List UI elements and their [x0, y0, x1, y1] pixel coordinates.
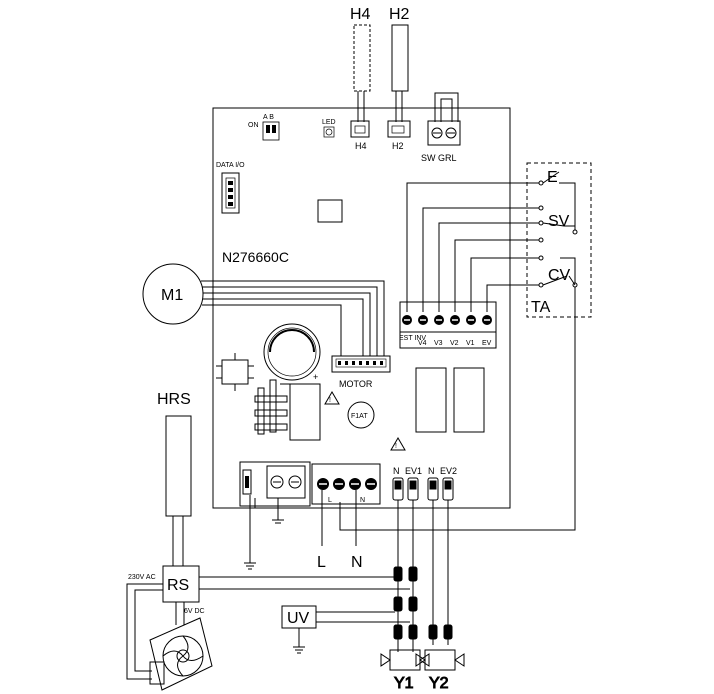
terminal-v2: V2	[450, 340, 459, 347]
motor-m1: M1	[142, 263, 204, 325]
output-connectors	[392, 477, 454, 652]
label-sv: SV	[548, 213, 570, 230]
bridge-rectifier	[216, 353, 254, 391]
h2-connector-label: H2	[392, 141, 404, 151]
led-indicator: LED	[322, 119, 336, 138]
motor-connector: MOTOR	[331, 355, 391, 389]
rs-ac-label: 230V AC	[128, 574, 156, 581]
led-label: LED	[322, 119, 336, 126]
fan-icon	[149, 617, 213, 691]
relay-1	[415, 367, 447, 433]
dip-switch: ON A B	[248, 114, 280, 141]
sw-grl-connector: SW GRL	[421, 92, 461, 163]
rs-dc-label: 6V DC	[184, 608, 205, 615]
board-component	[317, 199, 343, 223]
terminal-v4: V4	[418, 340, 427, 347]
valve-y2-label: Y2	[429, 675, 449, 692]
control-panel: E SV CV TA	[526, 162, 592, 318]
uv-lamp: UV	[281, 605, 410, 654]
uv-label: UV	[287, 610, 310, 627]
terminal-ev: EV	[482, 340, 492, 347]
mains-terminal-block: L N	[311, 463, 381, 505]
valve-y2: Y2	[415, 649, 465, 693]
dip-ab-label: A B	[263, 114, 274, 121]
svg-text:!: !	[329, 397, 331, 404]
return-wire	[339, 287, 576, 531]
sw-grl-label: SW GRL	[421, 153, 457, 163]
hrs-label: HRS	[157, 391, 191, 408]
label-ta: TA	[531, 299, 551, 316]
control-board	[212, 107, 511, 509]
output-n2: N	[428, 466, 435, 476]
terminal-n: N	[360, 497, 365, 504]
rs-wiring	[126, 576, 410, 680]
mains-n-label: N	[351, 554, 363, 571]
h2-sensor: H2 H2	[387, 6, 411, 151]
h4-sensor: H4 H4	[350, 6, 371, 151]
dip-on-label: ON	[248, 122, 259, 129]
output-ev1: EV1	[405, 466, 422, 476]
output-ev2: EV2	[440, 466, 457, 476]
h4-connector-label: H4	[355, 141, 367, 151]
data-io-label: DATA I/O	[216, 162, 245, 169]
svg-text:+: +	[313, 372, 318, 382]
terminal-est-inv: EST INV	[399, 335, 426, 342]
relay-2	[453, 367, 485, 433]
control-terminal-block: EST INV V4 V3 V2 V1 EV	[399, 301, 497, 349]
output-n1: N	[393, 466, 400, 476]
hrs-sensor: HRS	[157, 391, 192, 566]
valve-y1-label: Y1	[394, 675, 414, 692]
power-section	[239, 461, 311, 570]
mains-l-label: L	[317, 554, 326, 571]
h2-sensor-label: H2	[389, 6, 410, 23]
fuse-label: F1AT	[351, 413, 368, 420]
data-io-connector: DATA I/O	[216, 162, 245, 214]
board-model: N276660C	[222, 249, 289, 265]
capacitor: +	[263, 323, 321, 382]
warning-icon: !	[390, 437, 406, 451]
label-e: E	[547, 169, 558, 186]
h4-sensor-label: H4	[350, 6, 371, 23]
terminal-v1: V1	[466, 340, 475, 347]
valve-y1: Y1	[380, 649, 430, 693]
motor-connector-label: MOTOR	[339, 379, 373, 389]
motor-wires	[201, 280, 385, 356]
regulator	[254, 379, 321, 441]
terminal-l: L	[328, 497, 332, 504]
fuse: F1AT	[347, 401, 375, 429]
rs-label: RS	[167, 577, 189, 594]
terminal-v3: V3	[434, 340, 443, 347]
svg-text:!: !	[395, 443, 397, 450]
control-wires	[406, 182, 539, 312]
warning-icon: !	[324, 391, 340, 405]
motor-label: M1	[161, 287, 183, 304]
label-cv: CV	[548, 267, 571, 284]
